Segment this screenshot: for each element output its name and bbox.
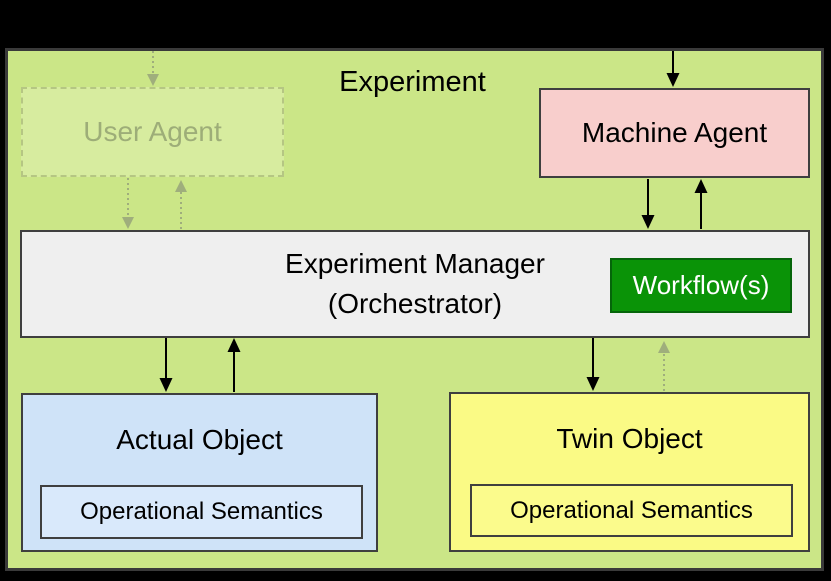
twin-object-label: Twin Object [556,423,703,454]
twin-operational-semantics-label: Operational Semantics [510,496,753,524]
twin-operational-semantics: Operational Semantics [470,484,793,537]
user-agent-label: User Agent [83,116,222,147]
node-machine-agent: Machine Agent [539,88,810,178]
experiment-manager-label-line1: Experiment Manager [285,248,545,279]
actual-object-label: Actual Object [116,424,283,455]
workflow-label: Workflow(s) [632,270,770,300]
node-twin-object: Twin Object Operational Semantics [449,392,810,552]
experiment-manager-label-line2: (Orchestrator) [327,288,503,319]
actual-operational-semantics-label: Operational Semantics [80,498,323,525]
node-experiment-manager: Experiment Manager (Orchestrator) [20,230,810,338]
node-workflow: Workflow(s) [610,258,792,313]
node-actual-object: Actual Object Operational Semantics [21,393,378,552]
experiment-title: Experiment [339,66,486,98]
machine-agent-label: Machine Agent [581,117,768,148]
node-user-agent: User Agent [21,87,284,177]
actual-operational-semantics: Operational Semantics [40,485,363,539]
